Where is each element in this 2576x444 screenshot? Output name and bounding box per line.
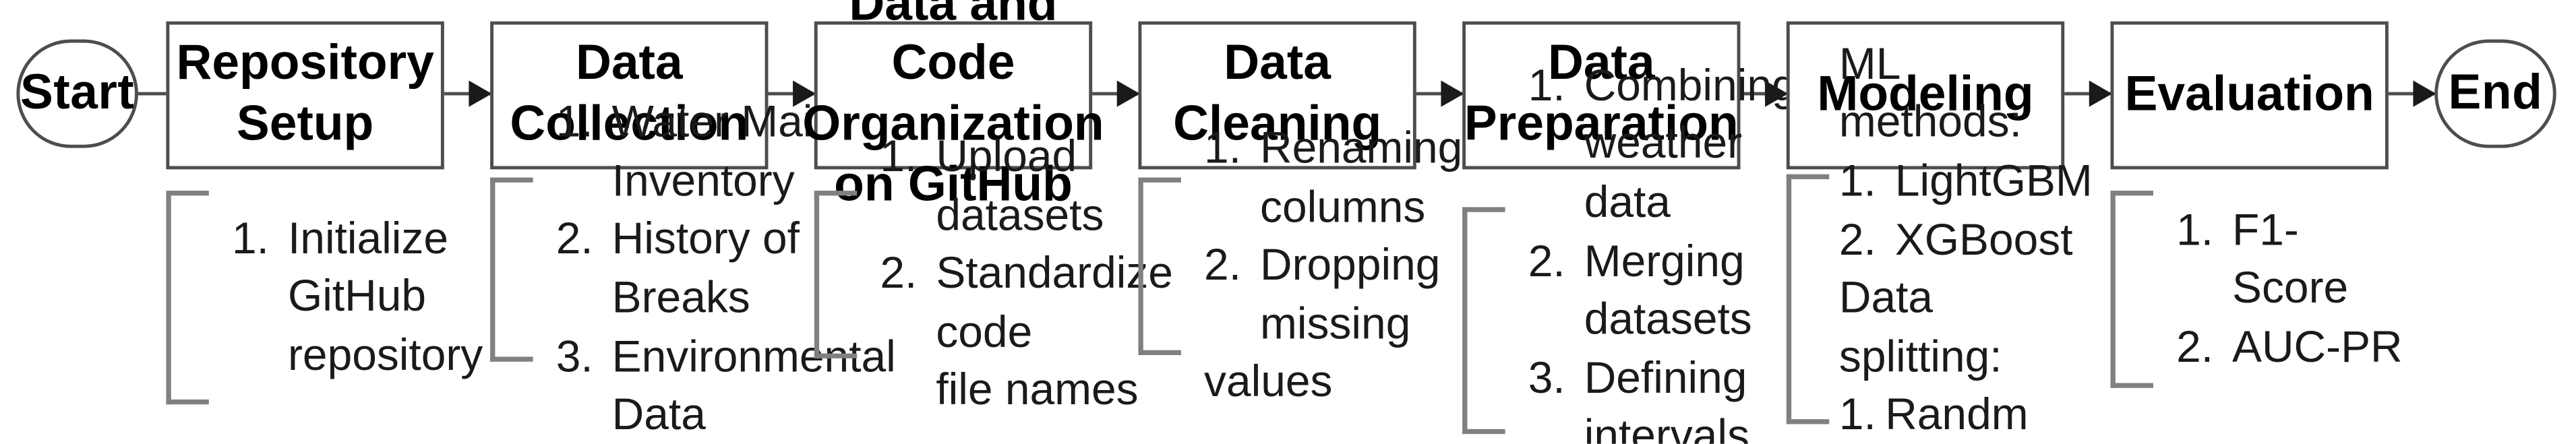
note-modeling: ML methods: 1. LightGBM 2. XGBoost Data … [1786, 39, 2093, 440]
connector-repository-setup-to-data-collection [444, 92, 491, 96]
list-item: 1. Upload datasets [880, 131, 1104, 240]
list-item: 1. F1-Score [2176, 204, 2349, 313]
process-data-preparation[interactable]: Data Preparation [1462, 21, 1741, 170]
process-title-data-preparation: Data Preparation [1464, 36, 1739, 152]
list-item: 3. Environmental Data [556, 331, 909, 440]
note-data-cleaning: 1. Renaming columns 2. Dropping missing … [1138, 123, 1462, 407]
note-data-and-code-organization-on-github: 1. Upload datasets 2. Standardize code f… [814, 131, 1173, 415]
list-item: 2. History of Breaks [556, 214, 812, 323]
bracket-data-preparation [1462, 207, 1505, 435]
bracket-data-cleaning [1138, 177, 1181, 356]
note-group-heading: Data splitting: [1838, 273, 2002, 381]
list-item: 1. LightGBM [1838, 156, 2093, 205]
process-title-data-and-code-organization-on-github: Data and Code Organization on GitHub [802, 0, 1104, 212]
connector-data-and-code-organization-to-data-cleaning [1092, 92, 1139, 96]
end-terminator[interactable]: End [2434, 39, 2556, 148]
process-data-collection[interactable]: Data Collection [490, 21, 769, 170]
connector-data-cleaning-to-data-preparation [1416, 92, 1463, 96]
list-item: 1. Renaming columns [1204, 123, 1463, 231]
list-item: 2. Merging datasets [1528, 236, 1758, 344]
process-data-cleaning[interactable]: Data Cleaning [1138, 21, 1416, 170]
process-title-evaluation: Evaluation [2124, 67, 2374, 121]
process-title-data-collection: Data Collection [510, 36, 749, 152]
process-repository-setup[interactable]: Repository Setup [166, 21, 444, 170]
process-title-modeling: Modeling [1817, 67, 2034, 121]
start-label: Start [20, 65, 135, 121]
process-title-repository-setup: Repository Setup [176, 36, 434, 152]
note-group-heading: ML methods: [1838, 38, 2022, 147]
note-repository-setup: 1. Initialize GitHub repository [166, 191, 483, 405]
process-data-and-code-organization-on-github[interactable]: Data and Code Organization on GitHub [802, 0, 1104, 212]
bracket-repository-setup [166, 191, 209, 405]
start-terminator[interactable]: Start [16, 39, 138, 148]
bracket-modeling [1786, 174, 1830, 424]
process-title-data-cleaning: Data Cleaning [1173, 36, 1382, 152]
list-item: 1. Initialize GitHub repository [232, 213, 483, 380]
note-data-collection: 1. Water Main Inventory 2. History of Br… [490, 97, 896, 439]
process-evaluation[interactable]: Evaluation [2110, 21, 2389, 170]
connector-modeling-to-evaluation [2064, 92, 2111, 96]
list-item: 2. Standardize code file names [880, 248, 1173, 415]
process-modeling[interactable]: Modeling [1786, 21, 2065, 170]
end-label: End [2448, 65, 2543, 121]
connector-data-collection-to-data-and-code-organization [768, 92, 814, 96]
bracket-data-and-code-organization-on-github [814, 191, 858, 358]
note-data-preparation: 1. Combining weather data 2. Merging dat… [1462, 61, 1797, 444]
bracket-evaluation [2110, 191, 2153, 388]
connector-data-preparation-to-modeling [1740, 92, 1787, 96]
note-evaluation: 1. F1-Score 2. AUC-PR [2110, 191, 2406, 388]
bracket-data-collection [490, 177, 533, 362]
list-item: 2. Dropping missing [1204, 240, 1453, 348]
list-item: 1. Combining weather data [1528, 60, 1797, 227]
list-item: 1. Water Main Inventory [556, 97, 838, 205]
list-item: 2. AUC-PR [2176, 321, 2403, 371]
list-item-continuation: values [1204, 357, 1333, 407]
list-item: 3. Defining intervals [1528, 353, 1760, 444]
connector-start-to-repository-setup [138, 92, 193, 96]
connector-evaluation-to-end [2388, 92, 2435, 96]
list-item: 1. Randm [1838, 390, 2029, 440]
list-item: 2. XGBoost [1838, 214, 2073, 264]
